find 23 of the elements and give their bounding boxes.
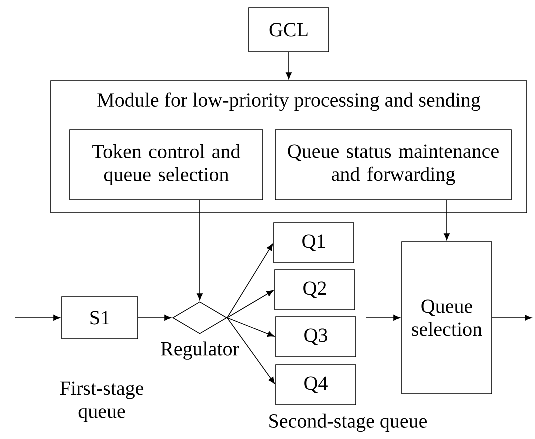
arrow [227, 244, 274, 318]
arrow [444, 200, 450, 240]
arrow [197, 200, 203, 300]
process-box: Q4 [276, 364, 356, 406]
arrow [138, 315, 172, 321]
arrow [14, 315, 60, 321]
arrow [492, 315, 532, 321]
arrow [286, 52, 292, 80]
process-box: Token control and queue selection [70, 130, 264, 200]
process-box: Q1 [274, 222, 354, 264]
process-box: GCL [248, 8, 330, 52]
arrow [227, 318, 275, 337]
process-box: Q2 [274, 270, 356, 310]
process-box: Queue selection [402, 242, 492, 394]
arrow [227, 318, 276, 384]
arrow [227, 290, 274, 318]
process-box: Q3 [276, 316, 356, 358]
node-caption: Regulator [161, 342, 240, 360]
process-box: S1 [62, 296, 138, 340]
stage-label: Second-stage queue [270, 414, 428, 432]
arrow [366, 315, 400, 321]
stage-label: First-stage queue [60, 382, 144, 422]
process-box: Queue status maintenance and forwarding [275, 130, 512, 200]
